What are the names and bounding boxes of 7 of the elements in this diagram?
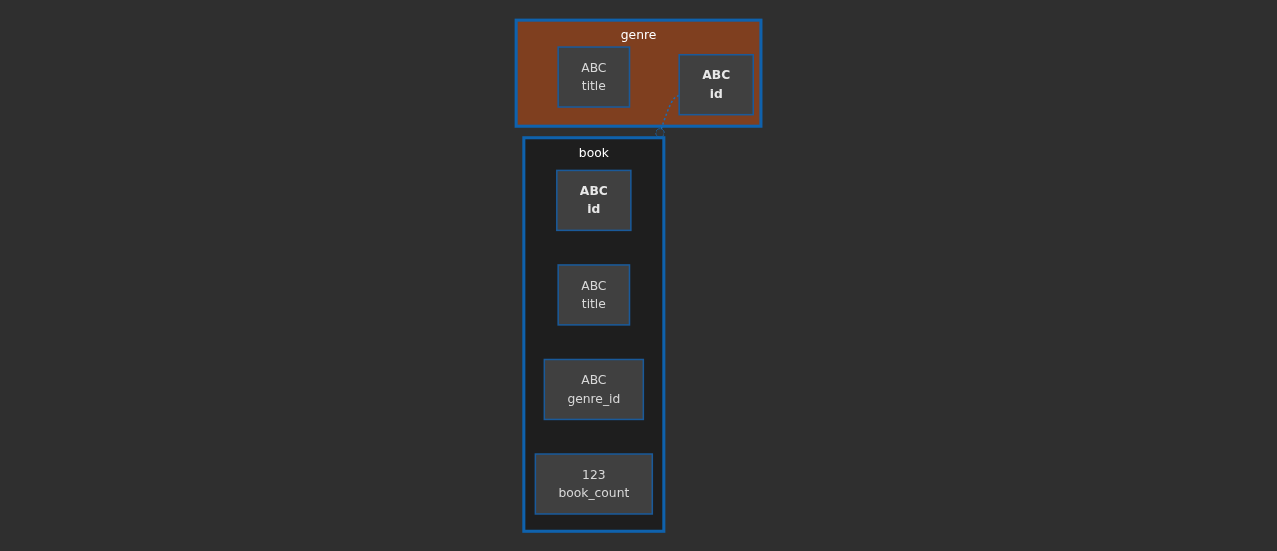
node-box: 123 book_count [534,453,654,515]
node-box: ABC id [556,169,632,231]
connector [655,94,680,139]
node-box: ABC title [557,46,631,108]
node-box: ABC genre_id [543,358,645,420]
node-box: ABC id [678,53,754,116]
node-box: ABC title [557,263,631,326]
